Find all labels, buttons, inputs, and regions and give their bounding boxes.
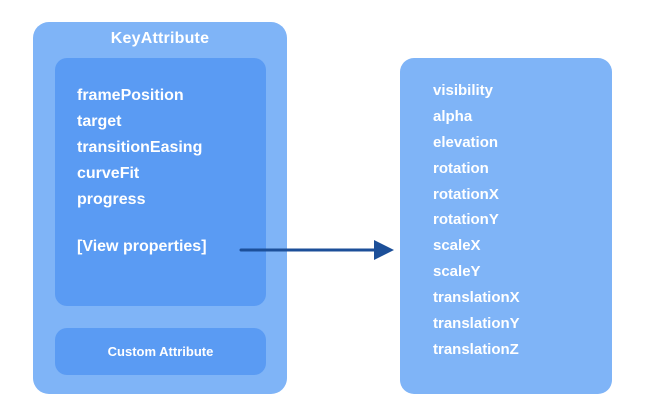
connector-arrowhead — [374, 240, 394, 260]
property-item-rotation-y: rotationY — [433, 211, 499, 229]
attribute-item-curve-fit: curveFit — [77, 165, 140, 182]
view-properties-label: [View properties] — [77, 238, 207, 255]
key-attribute-fields-box: framePosition target transitionEasing cu… — [55, 58, 266, 306]
property-item-scale-x: scaleX — [433, 237, 481, 255]
key-attribute-title: KeyAttribute — [110, 30, 210, 47]
property-item-alpha: alpha — [433, 107, 473, 125]
view-properties-box: visibility alpha elevation rotation rota… — [400, 58, 612, 394]
property-item-scale-y: scaleY — [433, 263, 481, 281]
key-attribute-box: KeyAttribute framePosition target transi… — [33, 22, 287, 394]
property-item-visibility: visibility — [433, 82, 494, 99]
attribute-item-progress: progress — [77, 191, 146, 208]
property-item-translation-y: translationY — [433, 315, 520, 333]
custom-attribute-box: Custom Attribute — [55, 328, 266, 375]
property-item-rotation-x: rotationX — [433, 185, 499, 203]
view-properties-list: visibility alpha elevation rotation rota… — [433, 78, 520, 363]
attribute-item-target: target — [77, 113, 122, 130]
property-item-translation-z: translationZ — [433, 340, 519, 358]
property-item-elevation: elevation — [433, 133, 499, 151]
property-item-translation-x: translationX — [433, 289, 520, 307]
property-item-rotation: rotation — [433, 159, 489, 177]
attribute-item-transition-easing: transitionEasing — [77, 139, 203, 156]
attribute-item-frame-position: framePosition — [77, 87, 184, 104]
attribute-list: framePosition target transitionEasing cu… — [77, 83, 202, 213]
